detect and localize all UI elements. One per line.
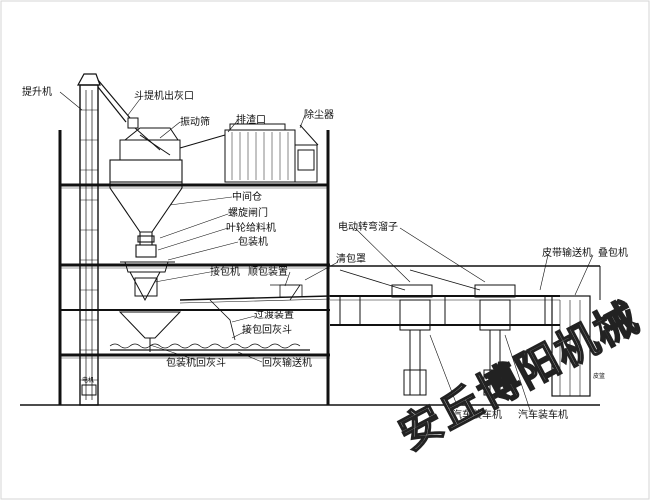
intermediate-bin xyxy=(109,159,183,258)
belt-gallery xyxy=(330,265,601,326)
label-elevator-outlet: 斗提机出灰口 xyxy=(134,89,194,102)
truck-loader-1 xyxy=(391,284,433,396)
label-vibrating-screen: 振动筛 xyxy=(180,115,210,128)
label-bag-receiver: 接包机 xyxy=(210,265,240,278)
label-intermediate-bin: 中间仓 xyxy=(232,190,262,203)
ash-return-conveyor xyxy=(109,343,310,351)
bucket-elevator xyxy=(76,73,131,406)
dust-collector xyxy=(179,123,319,183)
label-packer-ash-hopper: 包装机回灰斗 xyxy=(166,356,226,369)
label-small-note: 皮篮 xyxy=(593,372,605,380)
label-slag-outlet: 排渣口 xyxy=(236,113,266,126)
label-truck-loader-1: 汽车装车机 xyxy=(452,408,502,421)
label-elevator-base: 电机 xyxy=(82,376,94,384)
label-bag-cleaning: 清包罩 xyxy=(336,252,366,265)
bag-stacker xyxy=(551,295,591,397)
label-motorized-chute: 电动转弯溜子 xyxy=(338,220,398,233)
truck-loader-2 xyxy=(474,284,516,396)
label-impeller-feeder: 叶轮给料机 xyxy=(226,221,276,234)
label-dust-collector: 除尘器 xyxy=(304,108,334,121)
label-receiver-ash-hopper: 接包回灰斗 xyxy=(242,323,292,336)
label-transition-device: 过渡装置 xyxy=(254,308,294,321)
vibrating-screen xyxy=(119,117,181,161)
leader-lines xyxy=(59,91,594,411)
label-packing-machine: 包装机 xyxy=(238,235,268,248)
label-elevator: 提升机 xyxy=(22,85,52,98)
label-bag-smoothing: 顺包装置 xyxy=(248,265,288,278)
bag-conveyor-line xyxy=(179,284,331,341)
label-belt-conveyor: 皮带输送机 xyxy=(542,246,592,259)
label-screw-gate: 螺旋闸门 xyxy=(228,206,268,219)
label-bag-stacker: 叠包机 xyxy=(598,246,628,259)
label-ash-return-conveyor: 回灰输送机 xyxy=(262,356,312,369)
label-truck-loader-2: 汽车装车机 xyxy=(518,408,568,421)
packing-machine xyxy=(120,261,175,302)
